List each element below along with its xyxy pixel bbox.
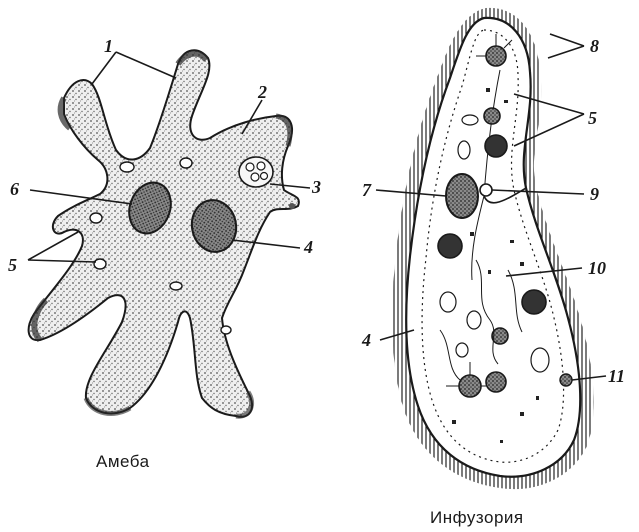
paramecium-label-9: 9 xyxy=(590,184,599,204)
amoeba-pseudopod-tip xyxy=(289,203,295,209)
paramecium-caption: Инфузория xyxy=(430,508,524,528)
paramecium-label-7: 7 xyxy=(362,180,372,200)
amoeba-label-3: 3 xyxy=(311,177,321,197)
amoeba-caption: Амеба xyxy=(96,452,150,472)
paramecium-label-10: 10 xyxy=(588,258,606,278)
paramecium-drawing xyxy=(392,8,594,489)
amoeba-food-vacuole xyxy=(239,157,273,187)
paramecium-label-4: 4 xyxy=(361,330,371,350)
paramecium-label-11: 11 xyxy=(608,366,625,386)
amoeba-label-1: 1 xyxy=(104,36,113,56)
paramecium-anal-pore xyxy=(560,374,572,386)
amoeba-label-2: 2 xyxy=(257,82,267,102)
amoeba-label-4: 4 xyxy=(303,237,313,257)
amoeba-label-5: 5 xyxy=(8,255,17,275)
amoeba-label-6: 6 xyxy=(10,179,19,199)
paramecium-label-5: 5 xyxy=(588,108,597,128)
paramecium-label-8: 8 xyxy=(590,36,599,56)
paramecium-micronucleus xyxy=(480,184,492,196)
paramecium-macronucleus xyxy=(446,174,478,218)
